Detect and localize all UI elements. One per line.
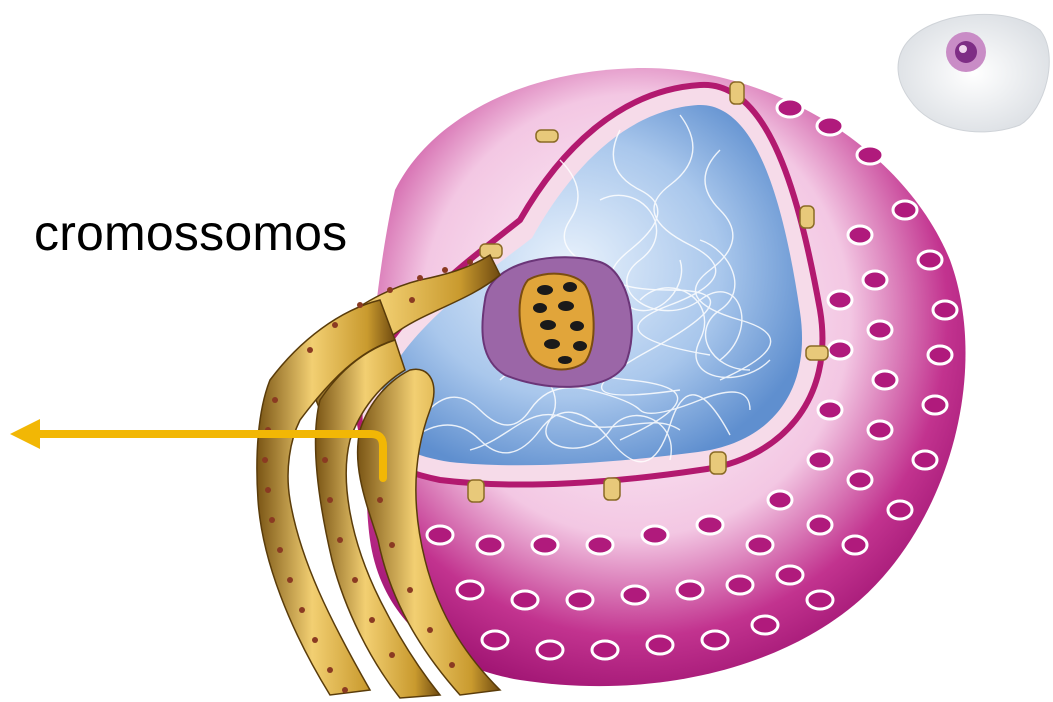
chromosomes-label: cromossomos: [34, 204, 347, 262]
nucleolus: [482, 257, 632, 387]
cell-inset: [898, 14, 1049, 132]
